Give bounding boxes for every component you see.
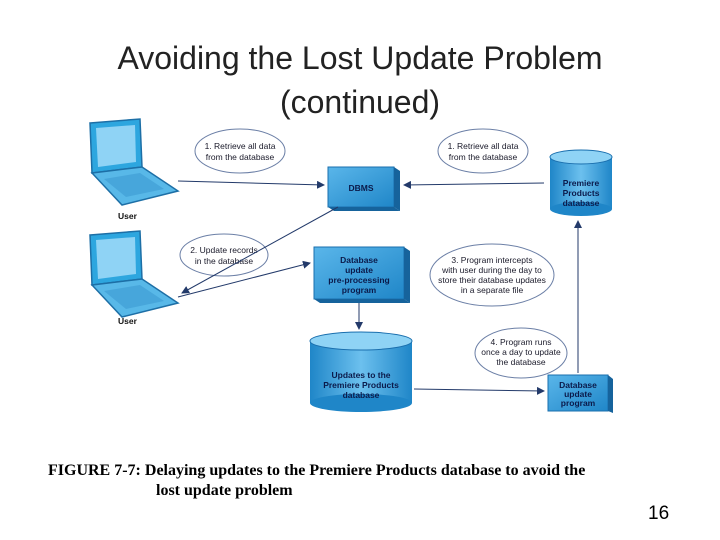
svg-text:Database: Database (340, 255, 378, 265)
svg-text:3. Program intercepts: 3. Program intercepts (451, 255, 532, 265)
caption-line-2: lost update problem (156, 482, 293, 499)
step-2-bubble: 2. Update records in the database (179, 233, 269, 277)
arrow-dbms-to-user2 (181, 206, 339, 294)
slide-title-line-1: Avoiding the Lost Update Problem (117, 40, 603, 76)
lost-update-diagram: User User 1. Retrieve all data from the … (89, 118, 613, 413)
svg-text:DBMS: DBMS (348, 183, 373, 193)
premiere-products-database: Premiere Products database (549, 149, 613, 216)
svg-text:Premiere Products: Premiere Products (323, 380, 399, 390)
svg-text:1. Retrieve all data: 1. Retrieve all data (205, 141, 276, 151)
svg-text:program: program (561, 398, 596, 408)
figure-caption: FIGURE 7-7: Delaying updates to the Prem… (48, 461, 688, 501)
laptop-icon (89, 118, 180, 206)
svg-text:from the database: from the database (206, 152, 275, 162)
svg-text:update: update (564, 389, 592, 399)
step-1-bubble: 1. Retrieve all data from the database (437, 128, 529, 174)
svg-text:Products: Products (563, 188, 600, 198)
dbms-box: DBMS (327, 166, 400, 211)
update-program-box: Database update program (547, 374, 613, 413)
arrow-updates-to-program (413, 386, 545, 395)
svg-text:update: update (345, 265, 373, 275)
svg-text:the database: the database (496, 357, 545, 367)
svg-text:pre-processing: pre-processing (328, 275, 389, 285)
arrow-user1-to-dbms (177, 180, 325, 189)
svg-text:Premiere: Premiere (563, 178, 600, 188)
user-label: User (118, 211, 138, 221)
svg-text:from the database: from the database (449, 152, 518, 162)
svg-text:in the database: in the database (195, 256, 253, 266)
svg-text:once a day to update: once a day to update (481, 347, 561, 357)
svg-text:database: database (563, 198, 600, 208)
svg-text:4. Program runs: 4. Program runs (491, 337, 552, 347)
step-1-bubble: 1. Retrieve all data from the database (194, 128, 286, 174)
svg-text:database: database (343, 390, 380, 400)
svg-text:Updates to the: Updates to the (331, 370, 390, 380)
svg-text:2. Update records: 2. Update records (190, 245, 258, 255)
preprocessing-program-box: Database update pre-processing program (313, 246, 410, 303)
svg-text:Database: Database (559, 380, 597, 390)
slide-title-line-2: (continued) (279, 84, 441, 120)
svg-text:store their database updates: store their database updates (438, 275, 546, 285)
caption-line-1: FIGURE 7-7: Delaying updates to the Prem… (48, 462, 586, 479)
svg-text:in a separate file: in a separate file (461, 285, 524, 295)
arrow-user2-to-preprocessing (177, 260, 311, 298)
svg-text:1. Retrieve all data: 1. Retrieve all data (448, 141, 519, 151)
arrow-db-to-dbms (403, 180, 545, 189)
updates-database: Updates to the Premiere Products databas… (309, 331, 413, 412)
page-number: 16 (648, 503, 670, 524)
step-4-bubble: 4. Program runs once a day to update the… (474, 327, 568, 379)
step-3-bubble: 3. Program intercepts with user during t… (429, 243, 555, 307)
laptop-icon (89, 230, 180, 318)
svg-text:program: program (342, 285, 377, 295)
svg-text:with user during the day to: with user during the day to (441, 265, 542, 275)
user-label: User (118, 316, 138, 326)
